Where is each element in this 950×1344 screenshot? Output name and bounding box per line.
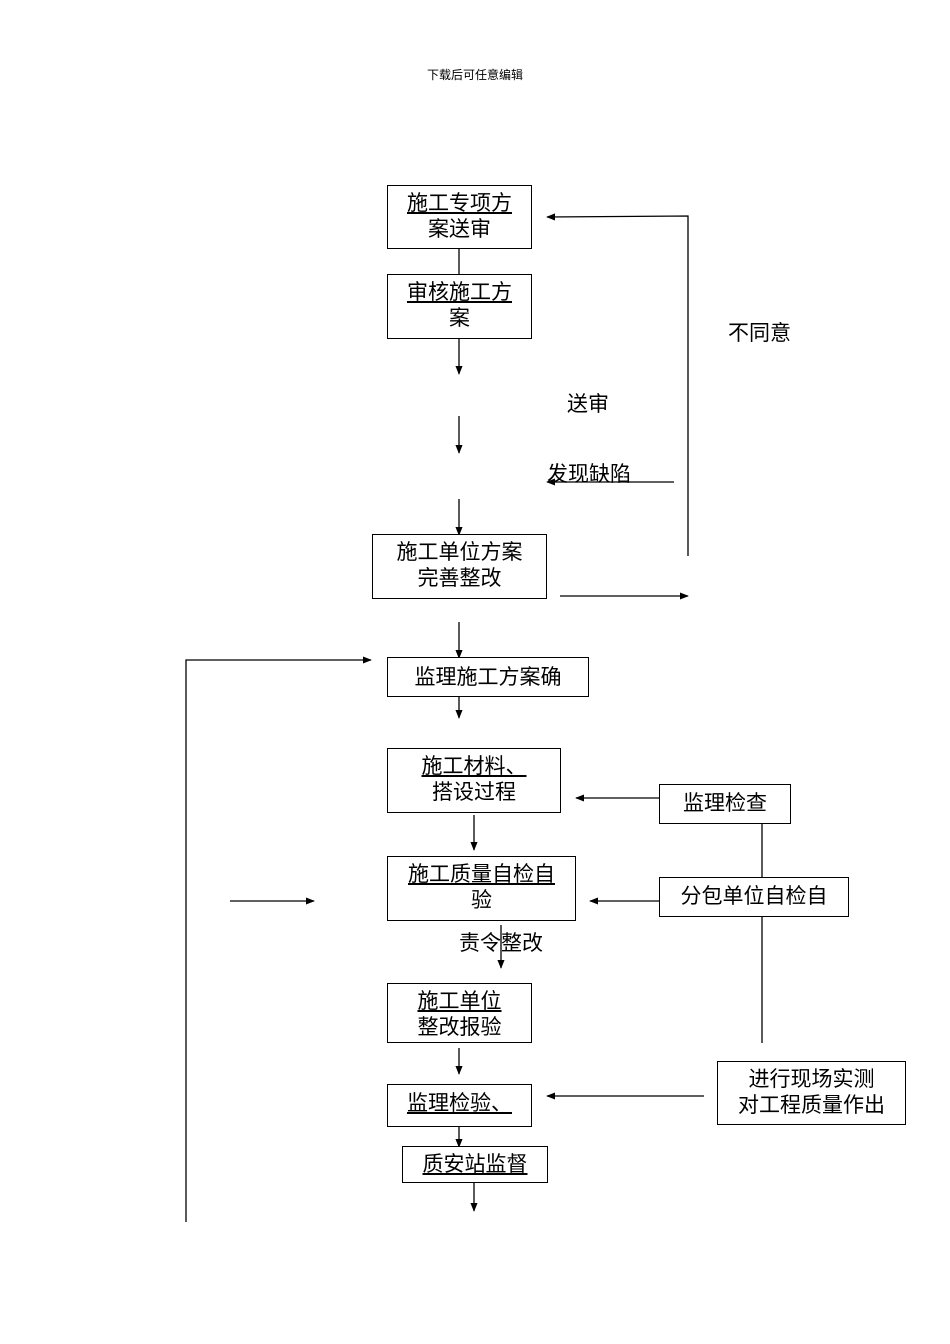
box-plan-submit-line1: 施工专项方	[407, 191, 512, 215]
box-materials: 施工材料、 搭设过程	[387, 748, 561, 813]
box-plan-submit-line2: 案送审	[428, 217, 491, 241]
box-supervisor-confirm-line1: 监理施工方案确	[414, 665, 562, 689]
box-self-inspection: 施工质量自检自 验	[387, 856, 576, 921]
box-supervisor-inspect-line1: 监理检验、	[407, 1091, 512, 1115]
box-plan-submit: 施工专项方 案送审	[387, 185, 532, 249]
box-subcontractor-check-line1: 分包单位自检自	[680, 884, 828, 908]
box-supervisor-confirm: 监理施工方案确	[387, 657, 589, 697]
box-contractor-rectify-line1: 施工单位	[417, 989, 502, 1013]
box-contractor-rectify-line2: 整改报验	[417, 1015, 502, 1039]
box-self-inspection-line1: 施工质量自检自	[408, 862, 555, 886]
box-supervisor-check: 监理检查	[659, 784, 791, 824]
box-field-measurement-line1: 进行现场实测	[748, 1067, 875, 1091]
box-materials-line1: 施工材料、	[421, 754, 527, 778]
box-quality-station: 质安站监督	[402, 1146, 548, 1183]
box-field-measurement-line2: 对工程质量作出	[738, 1093, 885, 1117]
label-rectify: 责令整改	[459, 931, 543, 955]
box-review-plan-line2: 案	[449, 306, 470, 330]
label-defect: 发现缺陷	[547, 462, 631, 486]
label-disagree: 不同意	[728, 321, 791, 345]
arrow-disagree-loop	[546, 213, 689, 556]
box-contractor-revise: 施工单位方案 完善整改	[372, 534, 547, 599]
box-supervisor-inspect: 监理检验、	[387, 1084, 532, 1127]
box-materials-line2: 搭设过程	[432, 780, 516, 804]
box-quality-station-line1: 质安站监督	[422, 1152, 528, 1176]
box-self-inspection-line2: 验	[471, 888, 492, 912]
box-contractor-rectify: 施工单位 整改报验	[387, 983, 532, 1043]
label-submit: 送审	[567, 392, 609, 416]
box-review-plan: 审核施工方 案	[387, 274, 532, 339]
arrow-left-loop	[185, 656, 372, 1222]
page-header: 下载后可任意编辑	[426, 68, 523, 82]
box-review-plan-line1: 审核施工方	[407, 280, 512, 304]
box-subcontractor-check: 分包单位自检自	[659, 877, 849, 917]
box-contractor-revise-line1: 施工单位方案	[396, 540, 523, 564]
box-contractor-revise-line2: 完善整改	[417, 566, 502, 590]
box-field-measurement: 进行现场实测 对工程质量作出	[717, 1061, 906, 1125]
box-supervisor-check-line1: 监理检查	[683, 791, 767, 815]
